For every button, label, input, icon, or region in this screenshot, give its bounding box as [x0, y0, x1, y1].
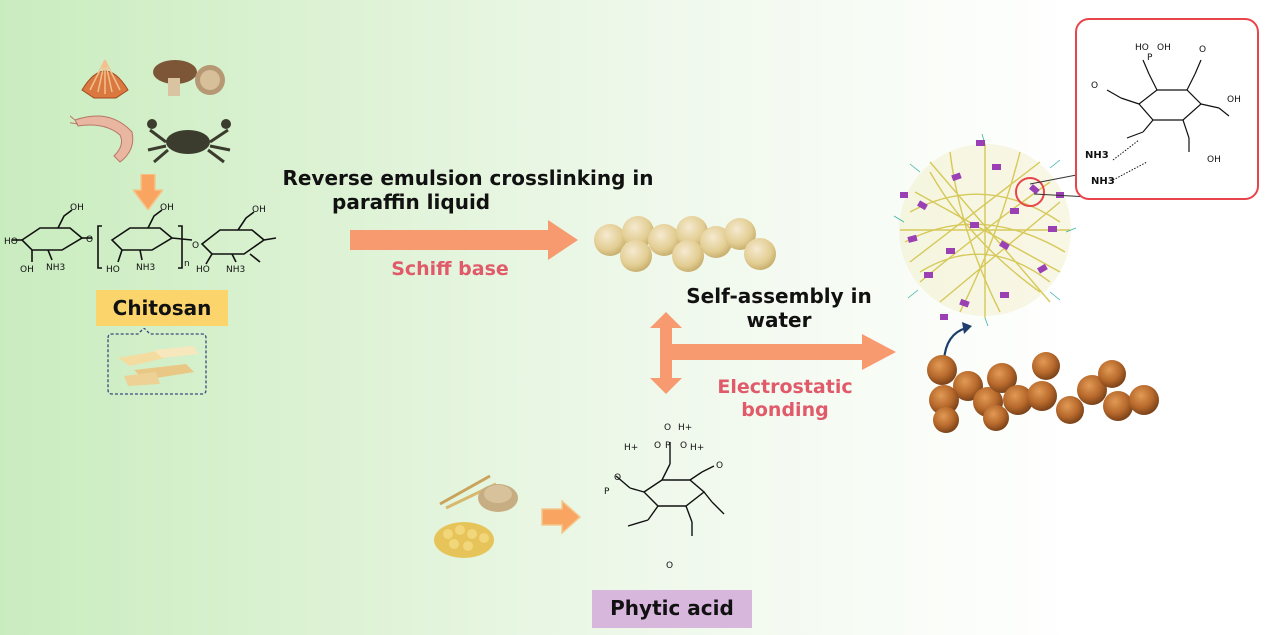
chitosan-group-o-2: O [192, 241, 199, 251]
chitosan-group-ho-2: HO [106, 265, 120, 275]
chitosan-flakes-callout [104, 327, 208, 398]
reverse-emulsion-arrow [350, 218, 580, 262]
phytic-group-p-top: P [665, 441, 671, 451]
reverse-emulsion-line-2: paraffin liquid [332, 190, 491, 214]
phytic-group-h-1: H+ [624, 443, 638, 453]
mushroom-icon [153, 60, 225, 96]
chitosan-group-ho-1: HO [4, 237, 18, 247]
phytic-group-o-right-top: O [680, 441, 687, 451]
right-arrow-icon [540, 499, 582, 535]
soybean-icon [434, 522, 494, 558]
chitosan-structure: HO OH OH NH3 O OH HO NH3 n O OH HO NH3 [0, 198, 330, 288]
bead-group [594, 216, 776, 272]
network-icon [893, 133, 1077, 327]
chitosan-group-nh3-3: NH3 [226, 265, 245, 275]
down-arrow-icon [131, 173, 165, 212]
chitosan-group-oh-2: OH [20, 265, 34, 275]
shrimp-icon [64, 111, 134, 163]
chitosan-group-o-1: O [86, 235, 93, 245]
phytic-group-h-2: H+ [690, 443, 704, 453]
cross-arrow [650, 312, 900, 394]
particle-group [927, 352, 1159, 433]
self-assembly-line-1: Self-assembly in [686, 284, 872, 308]
reverse-emulsion-line-1: Reverse emulsion crosslinking in [282, 166, 654, 190]
phytic-acid-label: Phytic acid [592, 590, 752, 628]
microspheres [592, 212, 782, 274]
inset-group-o-2: O [1091, 81, 1098, 91]
inset-group-p-1: P [1147, 53, 1153, 63]
chitosan-group-oh-1: OH [70, 203, 84, 213]
inset-group-oh-3: OH [1207, 155, 1221, 165]
phytic-sources [430, 464, 530, 564]
inset-group-nh3-1: NH3 [1085, 150, 1109, 161]
crab-icon [147, 119, 231, 164]
phytic-group-p-left: P [604, 487, 610, 497]
inset-group-ho-1: HO [1135, 43, 1149, 53]
chitosan-flakes-icon [118, 346, 198, 386]
phytic-group-o-top: O [664, 423, 671, 433]
chitosan-group-oh-3: OH [160, 203, 174, 213]
scallop-shell-icon [81, 59, 129, 99]
reverse-emulsion-label: Reverse emulsion crosslinking in paraffi… [268, 166, 668, 214]
composite-particles [922, 348, 1166, 434]
inset-phytic-chitosan-interaction: HO P OH O O OH OH NH3 NH3 [1075, 18, 1259, 200]
phytic-group-h-top: H+ [678, 423, 692, 433]
chitosan-group-nh3-2: NH3 [136, 263, 155, 273]
electrostatic-label: Electrostatic bonding [690, 376, 880, 422]
electrostatic-line-1: Electrostatic [717, 376, 853, 398]
electrostatic-line-2: bonding [741, 399, 829, 421]
shellfish-sources [64, 50, 240, 175]
chitosan-group-oh-4: OH [252, 205, 266, 215]
phytic-group-o-left: O [614, 473, 621, 483]
self-assembly-line-2: water [746, 308, 812, 332]
phytic-group-o-bottom: O [666, 561, 673, 571]
inset-group-oh-1: OH [1157, 43, 1171, 53]
chitosan-group-n: n [184, 259, 190, 269]
grain-pile-icon [478, 484, 518, 512]
chitosan-group-nh3-1: NH3 [46, 263, 65, 273]
phytic-acid-structure: O H+ P O O H+ H+ O P O O [586, 418, 756, 583]
inset-group-nh3-2: NH3 [1091, 176, 1115, 187]
self-assembly-label: Self-assembly in water [684, 284, 874, 332]
inset-group-o-1: O [1199, 45, 1206, 55]
inset-group-oh-2: OH [1227, 95, 1241, 105]
chitosan-label: Chitosan [96, 290, 228, 326]
crosslinked-network-sphere [890, 132, 1080, 328]
phytic-group-o-right: O [716, 461, 723, 471]
phytic-group-o-left-top: O [654, 441, 661, 451]
chitosan-group-ho-3: HO [196, 265, 210, 275]
schiff-base-label: Schiff base [391, 258, 509, 280]
